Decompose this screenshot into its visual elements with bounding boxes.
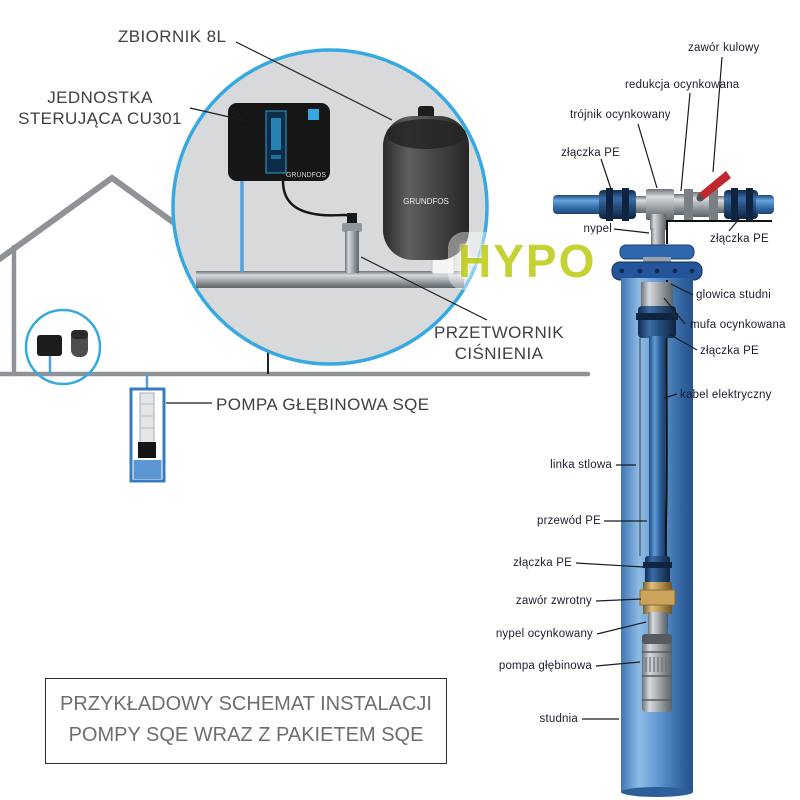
well-head bbox=[611, 244, 703, 281]
caption-control-unit: JEDNOSTKA STERUJĄCA CU301 bbox=[10, 87, 190, 130]
galvanized-reducer bbox=[674, 194, 686, 215]
leader-pe-right bbox=[728, 218, 740, 232]
label-pe-pipe: przewód PE bbox=[536, 515, 601, 527]
label-pe-coupling-left: złączka PE bbox=[561, 147, 620, 159]
caption-pump: POMPA GŁĘBINOWA SQE bbox=[216, 395, 430, 414]
watermark: HYPO bbox=[448, 232, 607, 290]
label-galvanized-nipple: nypel ocynkowany bbox=[495, 628, 593, 640]
house-equipment bbox=[24, 308, 269, 390]
label-well-head: glowica studni bbox=[696, 289, 772, 301]
footer-line2: POMPY SQE WRAZ Z PAKIETEM SQE bbox=[68, 724, 424, 746]
ball-valve bbox=[684, 171, 731, 220]
label-pe-coupling-top: złączka PE bbox=[700, 345, 759, 357]
manifold-pipe bbox=[196, 271, 464, 288]
check-valve bbox=[639, 582, 676, 614]
label-electric-cable: kabel elektryczny bbox=[680, 389, 772, 401]
leader-coupling bbox=[663, 297, 686, 325]
label-check-valve: zawór zwrotny bbox=[515, 595, 592, 607]
label-galvanized-coupling: mufa ocynkowana bbox=[690, 319, 786, 331]
leader-pe-top bbox=[668, 333, 698, 351]
zoom-source-circle bbox=[24, 308, 102, 386]
leader-nipple bbox=[613, 228, 650, 234]
indicator-led bbox=[308, 109, 319, 120]
pump-small bbox=[139, 392, 155, 444]
label-ball-valve: zawór kulowy bbox=[688, 42, 760, 54]
valve-handle bbox=[697, 171, 731, 201]
pe-coupling-top bbox=[636, 306, 678, 338]
brand-text: GRUNDFOS bbox=[403, 197, 449, 206]
leader-transducer bbox=[360, 256, 488, 321]
well-assembly bbox=[553, 171, 774, 797]
pe-coupling-lower bbox=[643, 556, 672, 584]
label-galvanized-tee: trójnik ocynkowany bbox=[570, 109, 671, 121]
galvanized-nipple bbox=[648, 612, 667, 636]
leader-tank bbox=[235, 41, 393, 121]
label-steel-rope: linka stlowa bbox=[550, 459, 612, 471]
leader-pe-left bbox=[600, 158, 612, 190]
leader-pump bbox=[595, 661, 641, 667]
footer-line1: PRZYKŁADOWY SCHEMAT INSTALACJI bbox=[60, 693, 432, 715]
detail-circle: GRUNDFOS GRUNDFOS bbox=[171, 48, 489, 366]
pe-pipe-left bbox=[553, 195, 603, 214]
control-unit-cu301: GRUNDFOS bbox=[228, 103, 330, 181]
leader-galv-nipple bbox=[596, 621, 647, 635]
pressure-tank: GRUNDFOS bbox=[383, 106, 469, 260]
pe-pipe-drop bbox=[649, 336, 665, 558]
leader-pe-lower bbox=[575, 562, 644, 568]
footer-note: PRZYKŁADOWY SCHEMAT INSTALACJI POMPY SQE… bbox=[45, 678, 447, 764]
leader-cable bbox=[663, 393, 678, 399]
leader-reducer bbox=[680, 92, 691, 192]
caption-control-unit-line2: STERUJĄCA CU301 bbox=[18, 109, 182, 129]
leader-control-unit bbox=[189, 107, 248, 122]
submersible-pump bbox=[642, 634, 672, 712]
pump-motor-small bbox=[138, 442, 156, 458]
well-left bbox=[129, 387, 166, 483]
label-nipple: nypel bbox=[583, 223, 612, 235]
well-water bbox=[133, 460, 162, 479]
control-unit-small bbox=[37, 335, 62, 356]
label-submersible-pump: pompa głębinowa bbox=[498, 660, 592, 672]
nipple bbox=[651, 228, 665, 248]
galvanized-tee bbox=[646, 189, 674, 230]
caption-tank: ZBIORNIK 8L bbox=[118, 27, 227, 46]
label-well: studnia bbox=[539, 713, 578, 725]
label-pe-coupling-lower: złączka PE bbox=[513, 557, 572, 569]
leader-check-valve bbox=[595, 598, 642, 602]
caption-transducer: PRZETWORNIK CIŚNIENIA bbox=[433, 322, 565, 365]
caption-control-unit-line1: JEDNOSTKA bbox=[47, 88, 153, 107]
caption-transducer-line2: CIŚNIENIA bbox=[454, 344, 544, 364]
caption-transducer-line1: PRZETWORNIK bbox=[433, 323, 564, 342]
galvanized-coupling bbox=[641, 282, 673, 308]
pressure-transducer bbox=[342, 213, 362, 273]
pe-pipe-right bbox=[756, 195, 774, 214]
label-galvanized-reducer: redukcja ocynkowana bbox=[625, 79, 740, 91]
leader-ball-valve bbox=[712, 56, 723, 173]
brand-text: GRUNDFOS bbox=[286, 172, 326, 179]
pe-coupling-right bbox=[724, 188, 758, 221]
label-pe-coupling-right: złączka PE bbox=[710, 233, 769, 245]
leader-lines bbox=[166, 41, 740, 720]
pe-coupling-left bbox=[599, 188, 636, 221]
leader-well-head bbox=[670, 283, 694, 296]
leader-tee bbox=[637, 123, 658, 189]
